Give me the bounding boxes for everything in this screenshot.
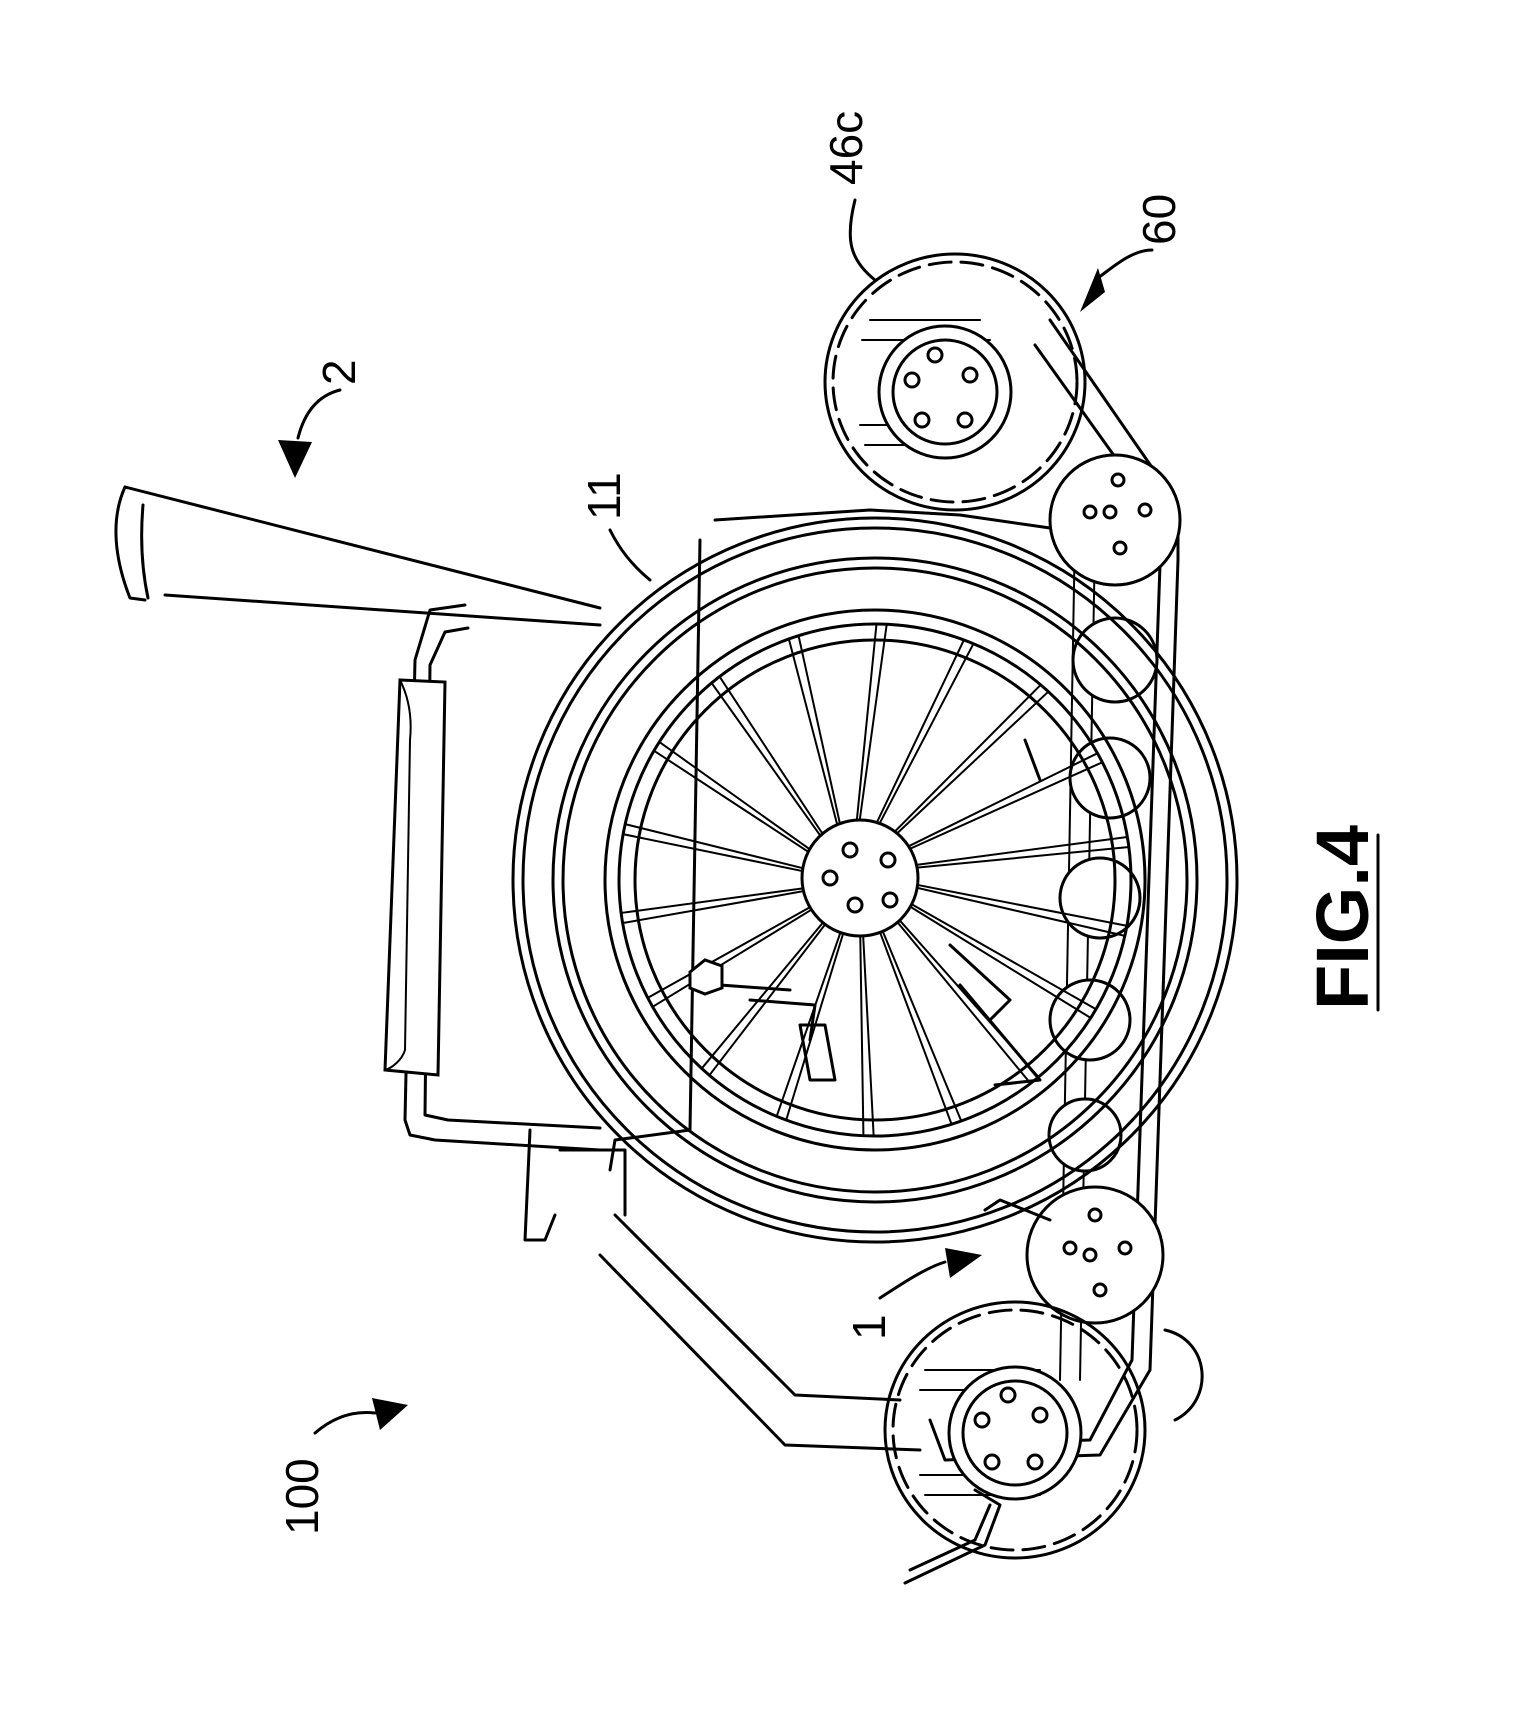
wheel-spoke xyxy=(909,754,1097,847)
label-100: 100 xyxy=(276,1458,328,1535)
figure-caption-text: FIG.4 xyxy=(1301,825,1384,1010)
wheel-spoke xyxy=(649,907,810,997)
wheel-spoke xyxy=(653,910,811,1007)
wheel-spoke xyxy=(910,763,1101,849)
wheel-spoke xyxy=(624,834,802,871)
wheel-spoke xyxy=(863,936,873,1135)
wheel-spoke xyxy=(720,677,822,833)
wheel-spoke xyxy=(877,641,964,823)
wheel-spoke xyxy=(660,743,809,850)
wheel-spoke xyxy=(895,686,1040,832)
wheel-spoke xyxy=(880,932,951,1123)
wheel-spoke xyxy=(897,922,1029,1082)
label-11: 11 xyxy=(578,472,630,520)
label-1: 1 xyxy=(843,1314,895,1340)
wheel-spoke xyxy=(799,637,840,824)
track-wheel-rear xyxy=(885,1302,1145,1558)
track-wheel-46c xyxy=(825,254,1085,510)
caster-wheel xyxy=(1165,1330,1202,1420)
wheel-spoke xyxy=(880,645,973,824)
wheel-spoke xyxy=(860,936,863,1135)
wheel-spoke xyxy=(712,684,820,836)
wheel-spoke xyxy=(622,888,803,912)
wheel-spoke xyxy=(624,891,804,923)
front-sprocket xyxy=(1050,455,1180,585)
wheel-spoke xyxy=(789,640,837,825)
figure-caption: FIG.4 xyxy=(1301,825,1384,1010)
label-60: 60 xyxy=(1133,194,1185,245)
label-2: 2 xyxy=(313,359,365,385)
rear-sprocket xyxy=(1027,1187,1163,1323)
wheel-spoke xyxy=(897,692,1048,833)
label-46c: 46c xyxy=(820,111,872,185)
wheel-spoke xyxy=(883,931,961,1120)
